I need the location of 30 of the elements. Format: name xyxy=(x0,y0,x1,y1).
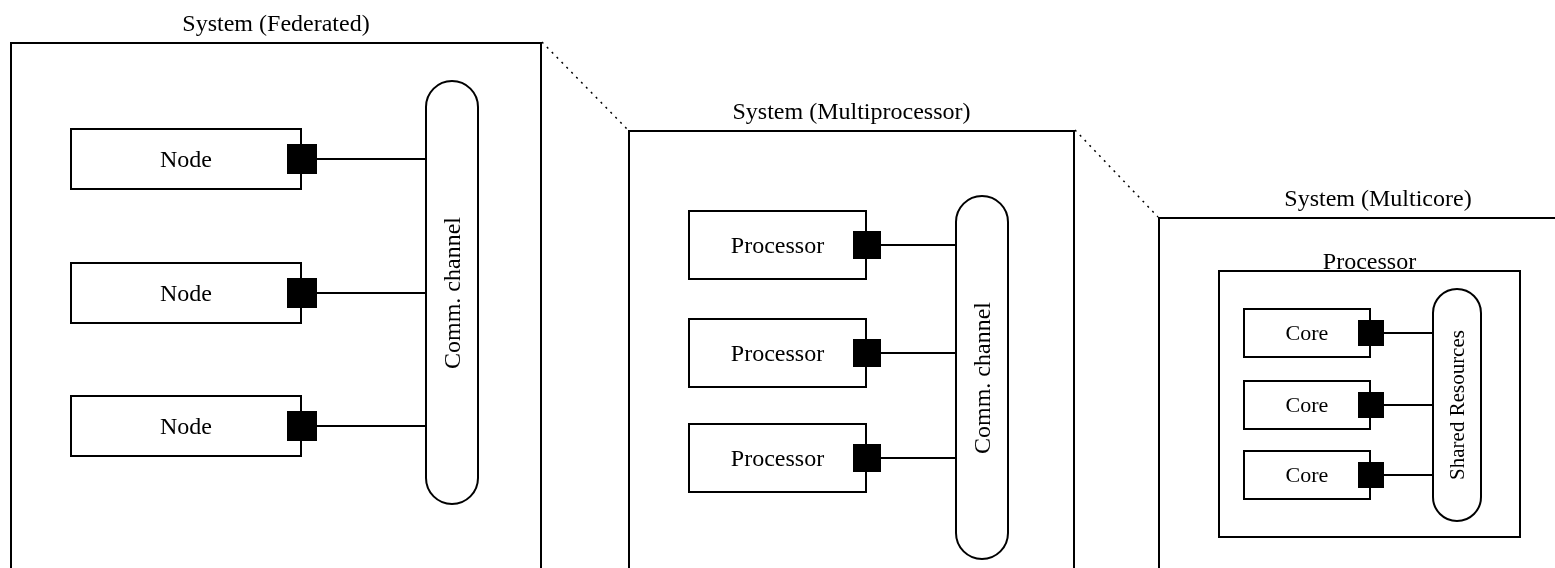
channel-label: Shared Resources xyxy=(1444,330,1470,480)
channel-label: Comm. channel xyxy=(438,216,466,369)
system-title: System (Multiprocessor) xyxy=(731,98,972,125)
component-label: Core xyxy=(1284,320,1330,346)
connector-line xyxy=(879,244,956,246)
system-title: Processor xyxy=(1321,248,1418,275)
connector-line xyxy=(879,352,956,354)
component-label: Node xyxy=(159,412,213,440)
component-label: Core xyxy=(1284,462,1330,488)
channel-label: Comm. channel xyxy=(968,301,996,454)
component-label: Processor xyxy=(729,444,826,472)
component-label: Processor xyxy=(729,231,826,259)
connector-line xyxy=(315,158,426,160)
system-title: System (Federated) xyxy=(181,10,371,37)
channel-bar xyxy=(1432,288,1482,522)
component-label: Core xyxy=(1284,392,1330,418)
connector-line xyxy=(1382,474,1433,476)
connector-line xyxy=(1382,332,1433,334)
system-title: System (Multicore) xyxy=(1283,185,1473,212)
component-label: Node xyxy=(159,145,213,173)
component-label: Node xyxy=(159,279,213,307)
channel-bar xyxy=(425,80,479,505)
connector-line xyxy=(315,425,426,427)
connector-line xyxy=(315,292,426,294)
zoom-line xyxy=(541,41,629,131)
channel-bar xyxy=(955,195,1009,560)
connector-line xyxy=(1382,404,1433,406)
zoom-line xyxy=(1074,129,1159,218)
component-label: Processor xyxy=(729,339,826,367)
connector-line xyxy=(879,457,956,459)
